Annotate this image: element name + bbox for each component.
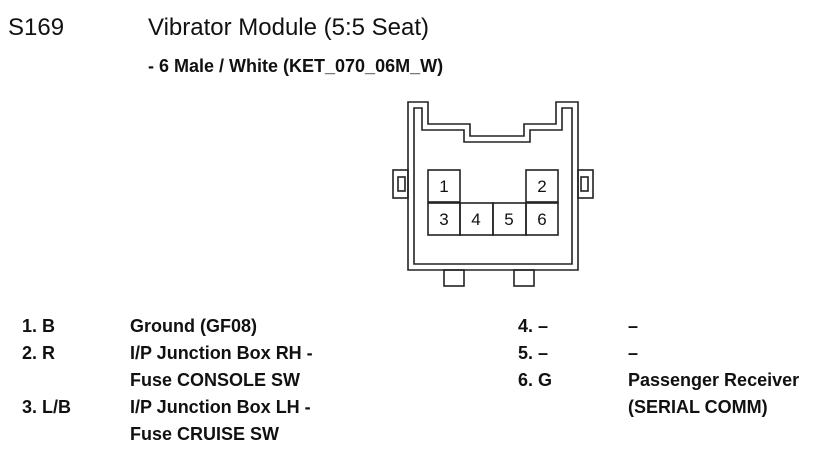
pin-cell-2 — [525, 169, 559, 203]
pin-list-left: 1. B 2. R 3. L/B — [22, 313, 71, 421]
bottom-foot-left — [443, 269, 465, 287]
left-latch — [392, 169, 409, 199]
pin-id-2: 2. R — [22, 343, 56, 363]
pin-desc-3-line-1: I/P Junction Box LH - — [130, 397, 311, 417]
connector-code: S169 — [8, 14, 65, 41]
pin-desc-1-line-1: Ground (GF08) — [130, 316, 257, 336]
pin-label-4: 4 — [471, 210, 480, 229]
pin-id-5: 5. – — [518, 343, 549, 363]
pin-id-3: 3. L/B — [22, 397, 72, 417]
pin-cell-1 — [427, 169, 461, 203]
pin-desc-2-line-1: I/P Junction Box RH - — [130, 343, 313, 363]
pin-id-1: 1. B — [22, 316, 56, 336]
left-latch-inner — [397, 176, 406, 192]
pin-desc-3-line-2: Fuse CRUISE SW — [130, 424, 280, 444]
connector-spec: - 6 Male / White (KET_070_06M_W) — [148, 56, 444, 76]
pin-id-4: 4. – — [518, 316, 549, 336]
connector-diagram: 1 2 3 4 5 6 — [392, 101, 594, 287]
pin-label-1: 1 — [439, 177, 448, 196]
pin-label-2: 2 — [537, 177, 546, 196]
pin-desc-6-line-1: Passenger Receiver — [628, 370, 800, 390]
pin-desc-4-line-1: – — [628, 316, 639, 336]
pin-desc-left: Ground (GF08) I/P Junction Box RH - Fuse… — [130, 313, 313, 448]
bottom-foot-right — [513, 269, 535, 287]
component-title: Vibrator Module (5:5 Seat) — [148, 14, 430, 41]
pin-desc-5-line-1: – — [628, 343, 639, 363]
pin-cell-6 — [525, 202, 559, 236]
pin-desc-6-line-2: (SERIAL COMM) — [628, 397, 768, 417]
pin-list-right: 4. – 5. – 6. G — [518, 313, 552, 394]
connector-housing-inner — [413, 107, 573, 265]
right-latch-inner — [580, 176, 589, 192]
connector-housing-outer — [407, 101, 579, 271]
pin-id-6: 6. G — [518, 370, 553, 390]
pin-label-5: 5 — [504, 210, 513, 229]
pin-desc-2-line-2: Fuse CONSOLE SW — [130, 370, 301, 390]
pin-desc-right: – – Passenger Receiver (SERIAL COMM) — [628, 313, 799, 421]
right-latch — [577, 169, 594, 199]
pin-label-6: 6 — [537, 210, 546, 229]
pin-label-3: 3 — [439, 210, 448, 229]
